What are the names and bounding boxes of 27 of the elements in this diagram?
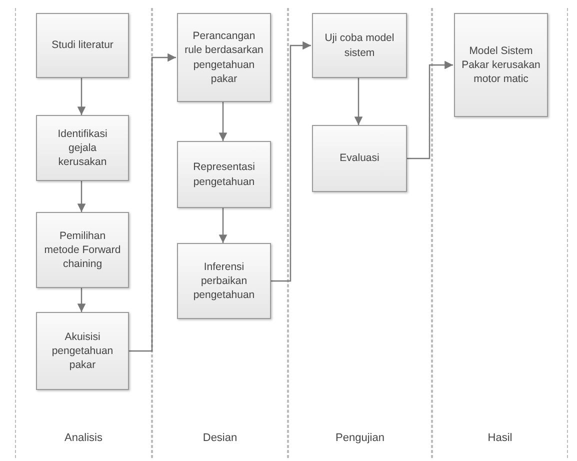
swimlane (152, 8, 288, 458)
process-box: Identifikasi gejala kerusakan (36, 115, 129, 181)
process-box: Perancangan rule berdasarkan pengetahuan pakar (177, 13, 271, 102)
lane-title: Analisis (64, 432, 104, 444)
process-box: Evaluasi (312, 125, 407, 192)
process-box: Studi literatur (36, 13, 129, 78)
process-box: Inferensi perbaikan pengetahuan (177, 243, 271, 319)
lane-title: Pengujian (334, 432, 386, 444)
arrow (354, 78, 363, 125)
process-box: Uji coba model sistem (312, 13, 407, 78)
arrow (218, 208, 228, 243)
arrow (128, 53, 176, 352)
lane-title: Desian (202, 432, 238, 444)
arrow (270, 41, 311, 282)
process-box: Akuisisi pengetahuan pakar (36, 312, 129, 390)
arrow (218, 102, 228, 141)
process-box: Representasi pengetahuan (177, 141, 271, 208)
swimlane (432, 8, 568, 458)
arrow (406, 60, 453, 160)
arrow (77, 78, 86, 115)
arrow (77, 288, 86, 312)
process-box: Model Sistem Pakar kerusakan motor matic (454, 13, 548, 117)
process-box: Pemilihan metode Forward chaining (36, 212, 129, 288)
arrow (77, 181, 86, 212)
swimlane (288, 8, 432, 458)
lane-title: Hasil (486, 432, 514, 444)
swimlane (15, 8, 152, 458)
